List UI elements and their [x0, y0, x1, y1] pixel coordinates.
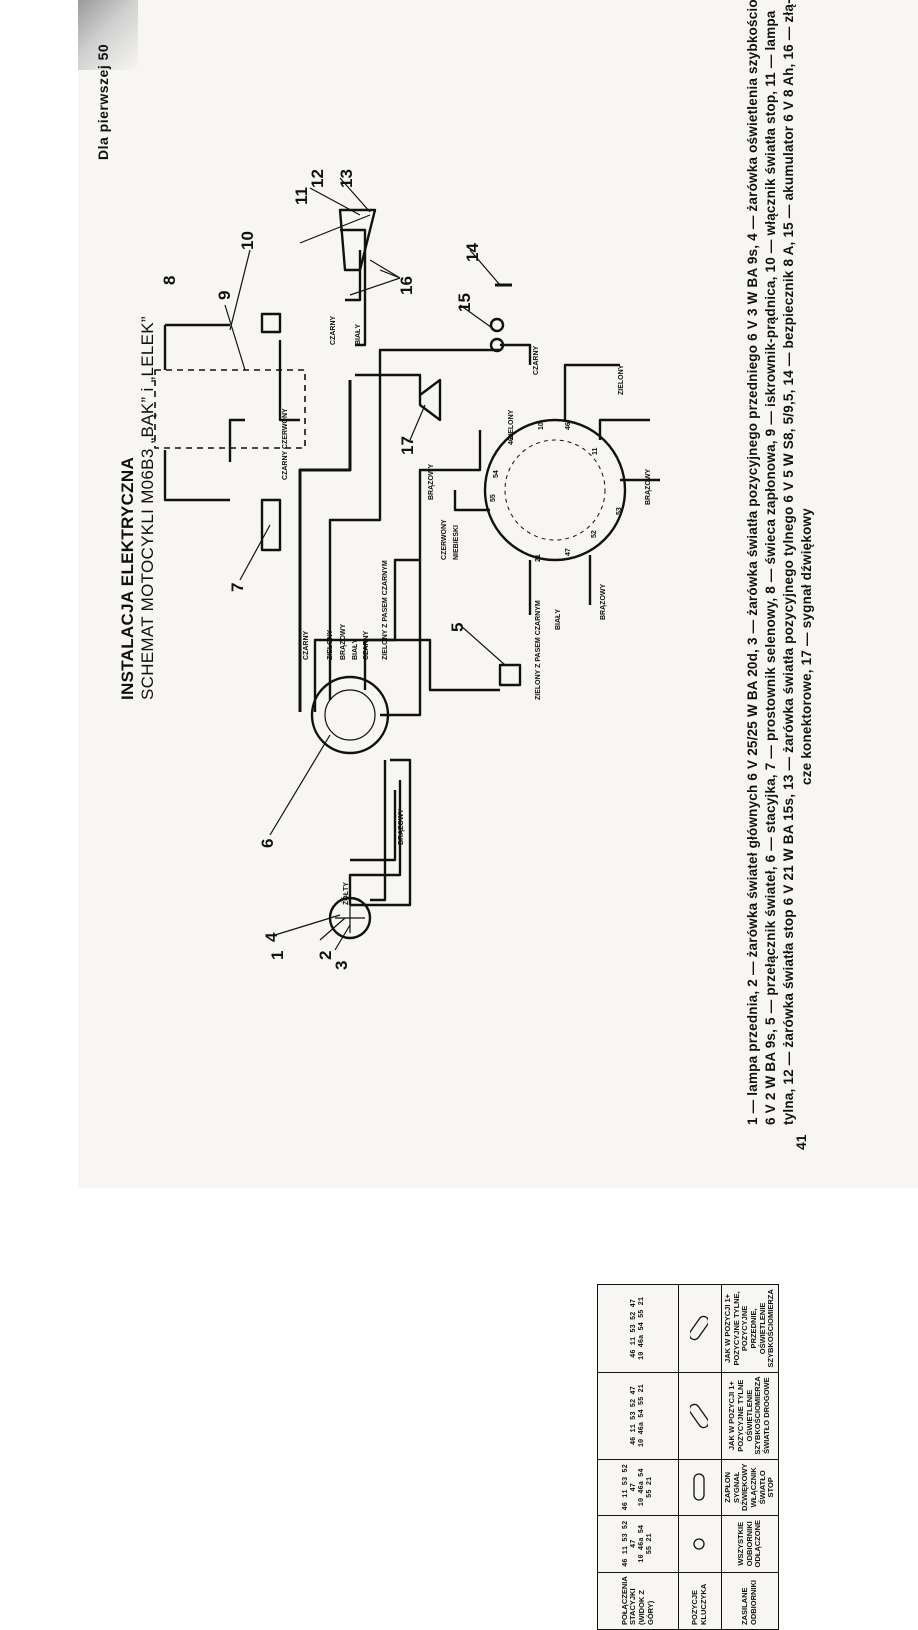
caption-line-4: cze konektorowe, 17 — sygnał dźwiękowy	[799, 508, 814, 785]
gen-terminal-46a: 46a	[508, 433, 515, 445]
gen-terminal-52: 52	[591, 530, 598, 538]
label-11: 11	[292, 187, 311, 205]
label-1: 1	[268, 950, 287, 960]
gen-terminal-11: 11	[592, 447, 599, 455]
key-slot-icon	[688, 1403, 709, 1428]
caption-line-1: 1 — lampa przednia, 2 — żarówka świateł …	[745, 0, 760, 1125]
tail-lamp-symbol	[338, 208, 377, 272]
gen-terminal-54: 54	[493, 470, 500, 478]
gen-terminal-21: 21	[535, 554, 542, 562]
key-position-0	[678, 1515, 722, 1573]
switch-diagram-pos-1: 46 11 53 52 47 10 46a 54 55 21	[597, 1459, 679, 1516]
label-4: 4	[262, 932, 281, 942]
key-position-3	[678, 1284, 722, 1373]
load-description-0: WSZYSTKIE ODBIORNIKI ODŁĄCZONE	[721, 1515, 779, 1573]
wire-label-bialy-2: BIAŁY	[355, 324, 362, 345]
wire-label-czarny-2: CZARNY	[363, 630, 370, 660]
wire-label-brazowy-2: BRĄZOWY	[398, 808, 405, 845]
light-switch-symbol	[498, 663, 522, 687]
wire-label-bialy-3: BIAŁY	[555, 609, 562, 630]
label-3: 3	[332, 960, 351, 970]
switch-diagram-pos-3: 46 11 53 52 47 10 46a 54 55 21	[597, 1284, 679, 1373]
label-14: 14	[463, 243, 482, 262]
ignition-switch-symbol	[310, 675, 390, 755]
label-7: 7	[228, 582, 247, 592]
wire-label-niebieski: NIEBIESKI	[453, 524, 460, 560]
wire-label-brazowy-3: BRĄZOWY	[428, 463, 435, 500]
caption-line-3: tylna, 12 — żarówka światła stop 6 V 21 …	[781, 0, 796, 1125]
label-15: 15	[455, 293, 474, 312]
label-6: 6	[258, 838, 277, 848]
wiring-diagram	[154, 177, 660, 951]
stop-switch-symbol	[260, 312, 282, 334]
horn-symbol	[418, 378, 442, 422]
key-position-2	[678, 1372, 722, 1460]
label-16: 16	[397, 276, 416, 295]
caption-line-2: 6 V 2 W BA 9s, 5 — przełącznik świateł, …	[763, 10, 778, 1126]
key-position-1	[678, 1459, 722, 1516]
table-row-header-key: POZYCJE KLUCZYKA	[678, 1572, 722, 1630]
load-description-2: JAK W POZYCJI 1+ POZYCYJNE TYLNE OŚWIETL…	[721, 1372, 779, 1460]
wire-label-czarny-3: CZARNY	[330, 315, 337, 345]
label-13: 13	[337, 169, 356, 188]
wire-label-czarny-czerwony: CZARNY CZERWONY	[282, 408, 289, 480]
connection-table: POŁĄCZENIA STACYJKI (WIDOK Z GÓRY) 46 11…	[597, 1284, 779, 1630]
table-row-header-loads: ZASILANE ODBIORNIKI	[721, 1572, 779, 1630]
gen-terminal-55: 55	[490, 494, 497, 502]
selenium-rectifier-symbol	[260, 498, 282, 552]
label-9: 9	[215, 290, 234, 300]
label-10: 10	[238, 231, 257, 250]
wire-label-brazowy-4: BRĄZOWY	[645, 468, 652, 505]
gen-terminal-46: 46	[565, 422, 572, 430]
label-12: 12	[308, 169, 327, 188]
wire-label-zielony-pas-2: ZIELONY Z PASEM CZARNYM	[535, 600, 542, 700]
wire-label-czarny-1: CZARNY	[303, 630, 310, 660]
wire-label-zolty: ŻÓŁTY	[343, 882, 350, 905]
battery-minus-symbol	[489, 317, 505, 333]
gen-terminal-47: 47	[565, 548, 572, 556]
switch-terminal-list: 46 11 53 52 47 10 46a 54 55 21	[621, 1520, 655, 1567]
wire-label-zielony-3: ZIELONY	[618, 364, 625, 395]
wire-label-czerwony: CZERWONY	[441, 519, 448, 560]
magneto-generator-symbol	[483, 418, 627, 562]
key-slot-icon	[688, 1316, 709, 1341]
wire-label-zielony-1: ZIELONY	[327, 629, 334, 660]
switch-diagram-pos-2: 46 11 53 52 47 10 46a 54 55 21	[597, 1372, 679, 1460]
wire-label-brazowy-1: BRĄZOWY	[340, 623, 347, 660]
page-number: 41	[793, 1134, 809, 1150]
label-17: 17	[398, 436, 417, 455]
diagram-title: INSTALACJA ELEKTRYCZNA	[118, 456, 137, 700]
header-tag: Dla pierwszej 50	[95, 43, 111, 160]
diagram-subtitle: SCHEMAT MOTOCYKLI M06B3 „BĄK” i „LELEK”	[138, 316, 157, 700]
load-description-1: ZAPŁON SYGNAŁ DŹWIĘKOWY WŁĄCZNIK ŚWIATŁO…	[721, 1459, 779, 1516]
table-row-header-connections: POŁĄCZENIA STACYJKI (WIDOK Z GÓRY)	[597, 1572, 679, 1630]
wire-label-bialy-1: BIAŁY	[352, 639, 359, 660]
scan-shadow	[78, 0, 138, 70]
wire-label-zielony-pas: ZIELONY Z PASEM CZARNYM	[382, 560, 389, 660]
label-8: 8	[160, 275, 179, 285]
label-5: 5	[448, 622, 467, 632]
load-description-3: JAK W POZYCJI 1+ POZYCYJNE TYLNE, POZYCY…	[721, 1284, 779, 1373]
page-paper	[78, 0, 918, 1188]
key-slot-icon	[693, 1473, 705, 1501]
key-circle-icon	[693, 1538, 705, 1550]
label-2: 2	[316, 950, 335, 960]
wire-label-czarny-4: CZARNY	[533, 345, 540, 375]
gen-terminal-53: 53	[616, 507, 623, 515]
switch-diagram-pos-0: 46 11 53 52 47 10 46a 54 55 21	[597, 1515, 679, 1573]
gen-terminal-10: 10	[538, 422, 545, 430]
wire-label-brazowy-5: BRĄZOWY	[600, 583, 607, 620]
